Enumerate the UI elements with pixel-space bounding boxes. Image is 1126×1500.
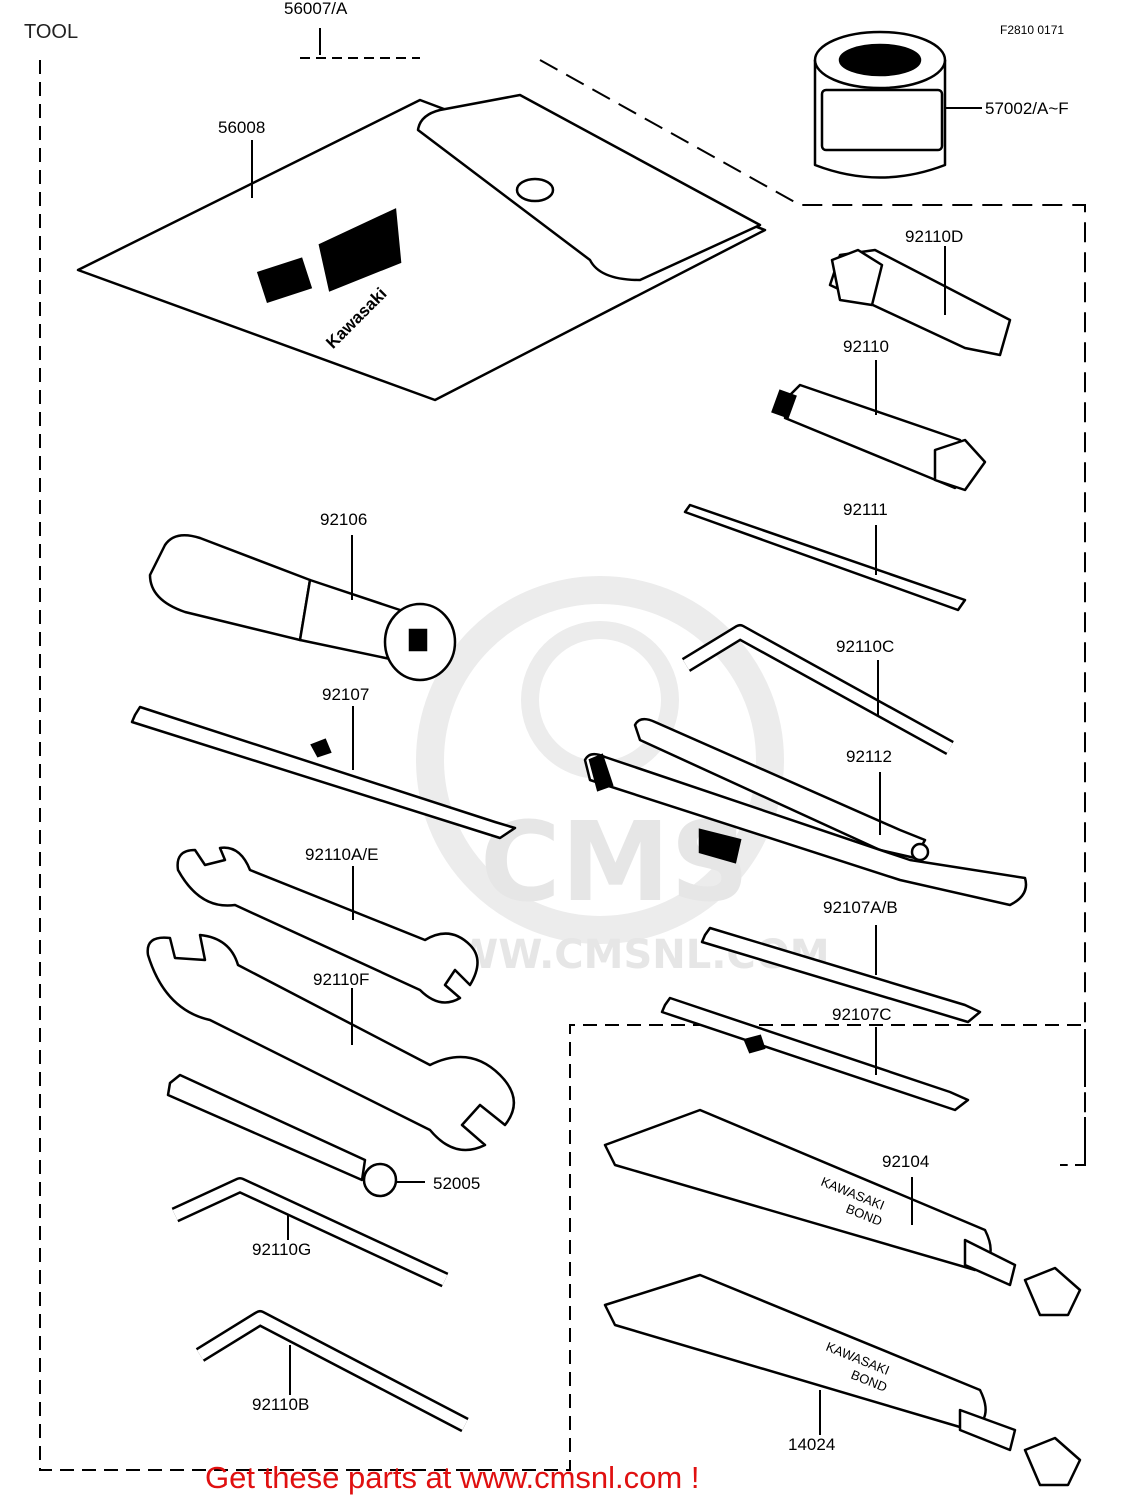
screwdriver-c-icon [660, 996, 970, 1112]
screwdriver-handle-icon [148, 533, 457, 682]
open-wrench-large-icon [146, 933, 515, 1152]
box-wrench-icon [828, 248, 1012, 357]
part-label-56007-a: 56007/A [284, 0, 348, 18]
bond-tube-a-icon: KAWASAKI BOND [603, 1108, 1082, 1317]
grease-can-icon [813, 30, 947, 179]
diagram-code: F2810 0171 [1000, 23, 1064, 37]
bond-tube-b-icon: KAWASAKI BOND [603, 1273, 1082, 1487]
cms-watermark: CMS WWW.CMSNL.COM [410, 576, 830, 978]
part-label-57002: 57002/A~F [985, 99, 1069, 118]
part-label-92110f: 92110F [313, 970, 369, 989]
part-label-92107a-b: 92107A/B [823, 898, 898, 917]
part-label-92112: 92112 [846, 747, 892, 766]
part-label-92107: 92107 [322, 685, 369, 704]
rod-icon [683, 503, 967, 612]
part-label-92110d: 92110D [905, 227, 963, 246]
kit-outline [39, 28, 1086, 1471]
part-label-92110g: 92110G [252, 1240, 311, 1259]
screwdriver-blade-icon [130, 705, 517, 840]
tool-pouch-icon: Kawasaki [76, 93, 767, 402]
socket-extension-icon [771, 383, 987, 492]
section-title: TOOL [24, 21, 78, 43]
part-label-52005: 52005 [433, 1174, 480, 1193]
part-label-92110b: 92110B [252, 1395, 309, 1414]
hex-key-b-icon [195, 1310, 469, 1433]
hex-key-g-icon [171, 1177, 449, 1288]
pliers-icon [583, 717, 1028, 907]
handle-bar-icon [166, 1073, 398, 1198]
screwdriver-ab-icon [700, 926, 982, 1024]
part-label-14024: 14024 [788, 1435, 835, 1454]
hex-key-c-icon [681, 624, 954, 756]
part-label-92110c: 92110C [836, 637, 894, 656]
part-label-92111: 92111 [843, 500, 888, 519]
part-label-56008: 56008 [218, 118, 265, 137]
watermark-brand: CMS [480, 798, 749, 926]
footer-cta-link[interactable]: Get these parts at www.cmsnl.com ! [205, 1460, 699, 1495]
part-label-92106: 92106 [320, 510, 367, 529]
part-label-92104: 92104 [882, 1152, 929, 1171]
part-label-92110: 92110 [843, 337, 889, 356]
part-label-92110a-e: 92110A/E [305, 845, 378, 864]
open-wrench-small-icon [176, 846, 479, 1004]
part-label-92107c: 92107C [832, 1005, 892, 1024]
